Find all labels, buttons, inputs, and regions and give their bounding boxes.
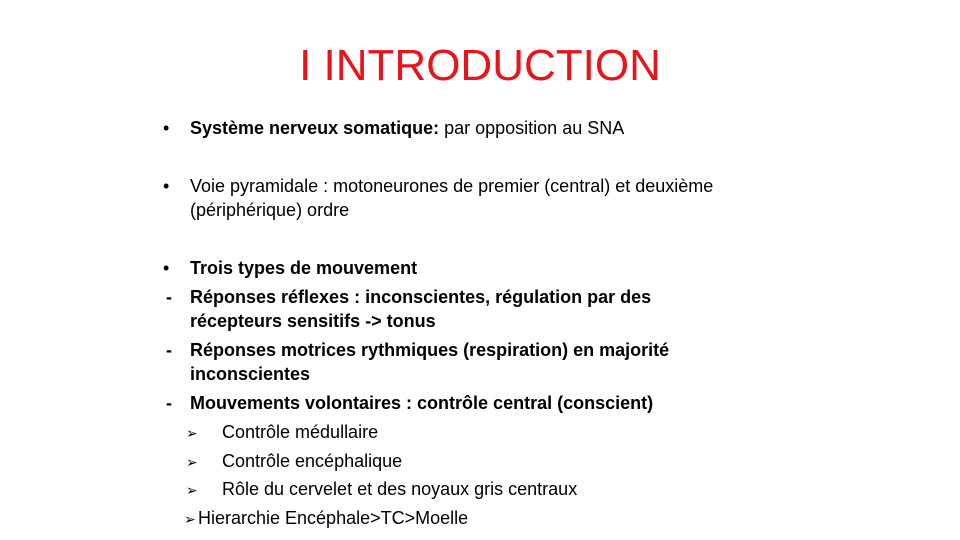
dash-text-line1: Réponses réflexes : inconscientes, régul… xyxy=(190,287,652,307)
bullet-marker: • xyxy=(163,176,170,196)
bullet-marker: • xyxy=(163,118,170,138)
sub-item-text: Hierarchie Encéphale>TC>Moelle xyxy=(198,508,469,528)
bullet-text-line1: Voie pyramidale : motoneurones de premie… xyxy=(190,176,714,196)
dash-text: Mouvements volontaires : contrôle centra… xyxy=(190,393,654,413)
bullet-bold-text: Trois types de mouvement xyxy=(190,258,418,278)
bullet-text-line2: (périphérique) ordre xyxy=(190,200,350,220)
bullet-bold-text: Système nerveux somatique: xyxy=(190,118,440,138)
slide-title: I INTRODUCTION xyxy=(299,41,661,90)
dash-marker: - xyxy=(166,340,172,360)
dash-text-line1: Réponses motrices rythmiques (respiratio… xyxy=(190,340,670,360)
sub-item-text: Contrôle encéphalique xyxy=(222,451,403,471)
arrow-bullet-icon: ➢ xyxy=(184,511,196,527)
bullet-text: par opposition au SNA xyxy=(439,118,625,138)
sub-item-text: Rôle du cervelet et des noyaux gris cent… xyxy=(222,479,578,499)
dash-text-line2: inconscientes xyxy=(190,364,311,384)
arrow-bullet-icon: ➢ xyxy=(186,482,198,498)
dash-marker: - xyxy=(166,393,172,413)
sub-item-text: Contrôle médullaire xyxy=(222,422,379,442)
dash-marker: - xyxy=(166,287,172,307)
arrow-bullet-icon: ➢ xyxy=(186,425,198,441)
dash-text-line2: récepteurs sensitifs -> tonus xyxy=(190,311,436,331)
bullet-marker: • xyxy=(163,258,170,278)
arrow-bullet-icon: ➢ xyxy=(186,454,198,470)
